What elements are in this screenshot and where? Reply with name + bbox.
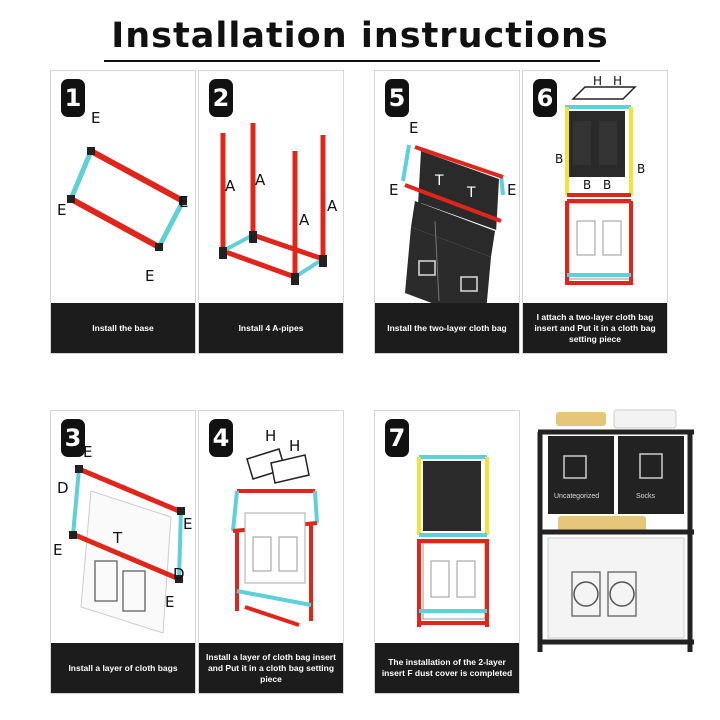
- step-3-label: D: [173, 565, 185, 583]
- assembled-hamper-photo: Uncategorized Socks: [530, 406, 702, 660]
- step-6-number: 6: [533, 79, 557, 117]
- step-3-illustration: E D E E T D E: [53, 443, 192, 634]
- step-6-label: B: [603, 178, 611, 192]
- step-5-caption: Install the two-layer cloth bag: [375, 303, 519, 353]
- step-4-label: H: [289, 437, 300, 455]
- step-1-number: 1: [61, 79, 85, 117]
- step-5-label: E: [409, 119, 418, 137]
- step-1-illustration: E E E E: [57, 109, 188, 285]
- bag-label-uncategorized: Uncategorized: [554, 493, 599, 500]
- step-2-panel: A A A A 2 Install 4 A-pipes: [198, 70, 344, 354]
- step-6-label: H: [593, 74, 602, 88]
- step-3-label: E: [53, 541, 62, 559]
- step-6-illustration: H H B B B B: [555, 74, 645, 285]
- step-3-label: E: [183, 515, 192, 533]
- step-3-panel: E D E E T D E 3 Install a layer of cloth…: [50, 410, 196, 694]
- step-6-panel: H H B B B B 6 I attach a two-layer cloth…: [522, 70, 668, 354]
- step-6-caption: I attach a two-layer cloth bag insert an…: [523, 303, 667, 353]
- step-7-illustration: [417, 455, 489, 627]
- step-1-label: E: [179, 193, 188, 211]
- step-6-label: B: [555, 152, 563, 166]
- step-4-panel: H H 4 Install a layer of cloth bag inser…: [198, 410, 344, 694]
- step-3-caption: Install a layer of cloth bags: [51, 643, 195, 693]
- step-6-label: H: [613, 74, 622, 88]
- step-1-label: E: [145, 267, 154, 285]
- step-7-number: 7: [385, 419, 409, 457]
- step-1-caption: Install the base: [51, 303, 195, 353]
- step-6-label: B: [637, 162, 645, 176]
- step-5-label: E: [389, 181, 398, 199]
- step-2-illustration: A A A A: [219, 123, 338, 285]
- step-4-caption: Install a layer of cloth bag insert and …: [199, 643, 343, 693]
- step-2-label: A: [225, 177, 236, 195]
- step-1-label: E: [91, 109, 100, 127]
- step-5-label: T: [466, 185, 476, 201]
- step-4-label: H: [265, 427, 276, 445]
- title-underline: [104, 60, 600, 62]
- step-5-label: T: [434, 173, 444, 189]
- step-4-number: 4: [209, 419, 233, 457]
- step-7-caption: The installation of the 2-layer insert F…: [375, 643, 519, 693]
- step-2-caption: Install 4 A-pipes: [199, 303, 343, 353]
- step-2-number: 2: [209, 79, 233, 117]
- step-2-label: A: [255, 171, 266, 189]
- step-3-label: T: [112, 529, 123, 547]
- step-2-label: A: [299, 211, 310, 229]
- step-3-label: D: [57, 479, 69, 497]
- step-5-label: E: [507, 181, 516, 199]
- bag-label-socks: Socks: [636, 493, 656, 500]
- step-3-label: E: [83, 443, 92, 461]
- step-5-panel: E E E T T 5 Install the two-layer cloth …: [374, 70, 520, 354]
- step-4-illustration: H H: [231, 427, 319, 627]
- step-2-label: A: [327, 197, 338, 215]
- step-5-number: 5: [385, 79, 409, 117]
- step-3-number: 3: [61, 419, 85, 457]
- step-6-label: B: [583, 178, 591, 192]
- step-1-label: E: [57, 201, 66, 219]
- assembled-hamper-illustration: Uncategorized Socks: [537, 409, 694, 652]
- step-7-panel: 7 The installation of the 2-layer insert…: [374, 410, 520, 694]
- step-1-panel: E E E E 1 Install the base: [50, 70, 196, 354]
- page-title: Installation instructions: [111, 16, 609, 56]
- step-3-label: E: [165, 593, 174, 611]
